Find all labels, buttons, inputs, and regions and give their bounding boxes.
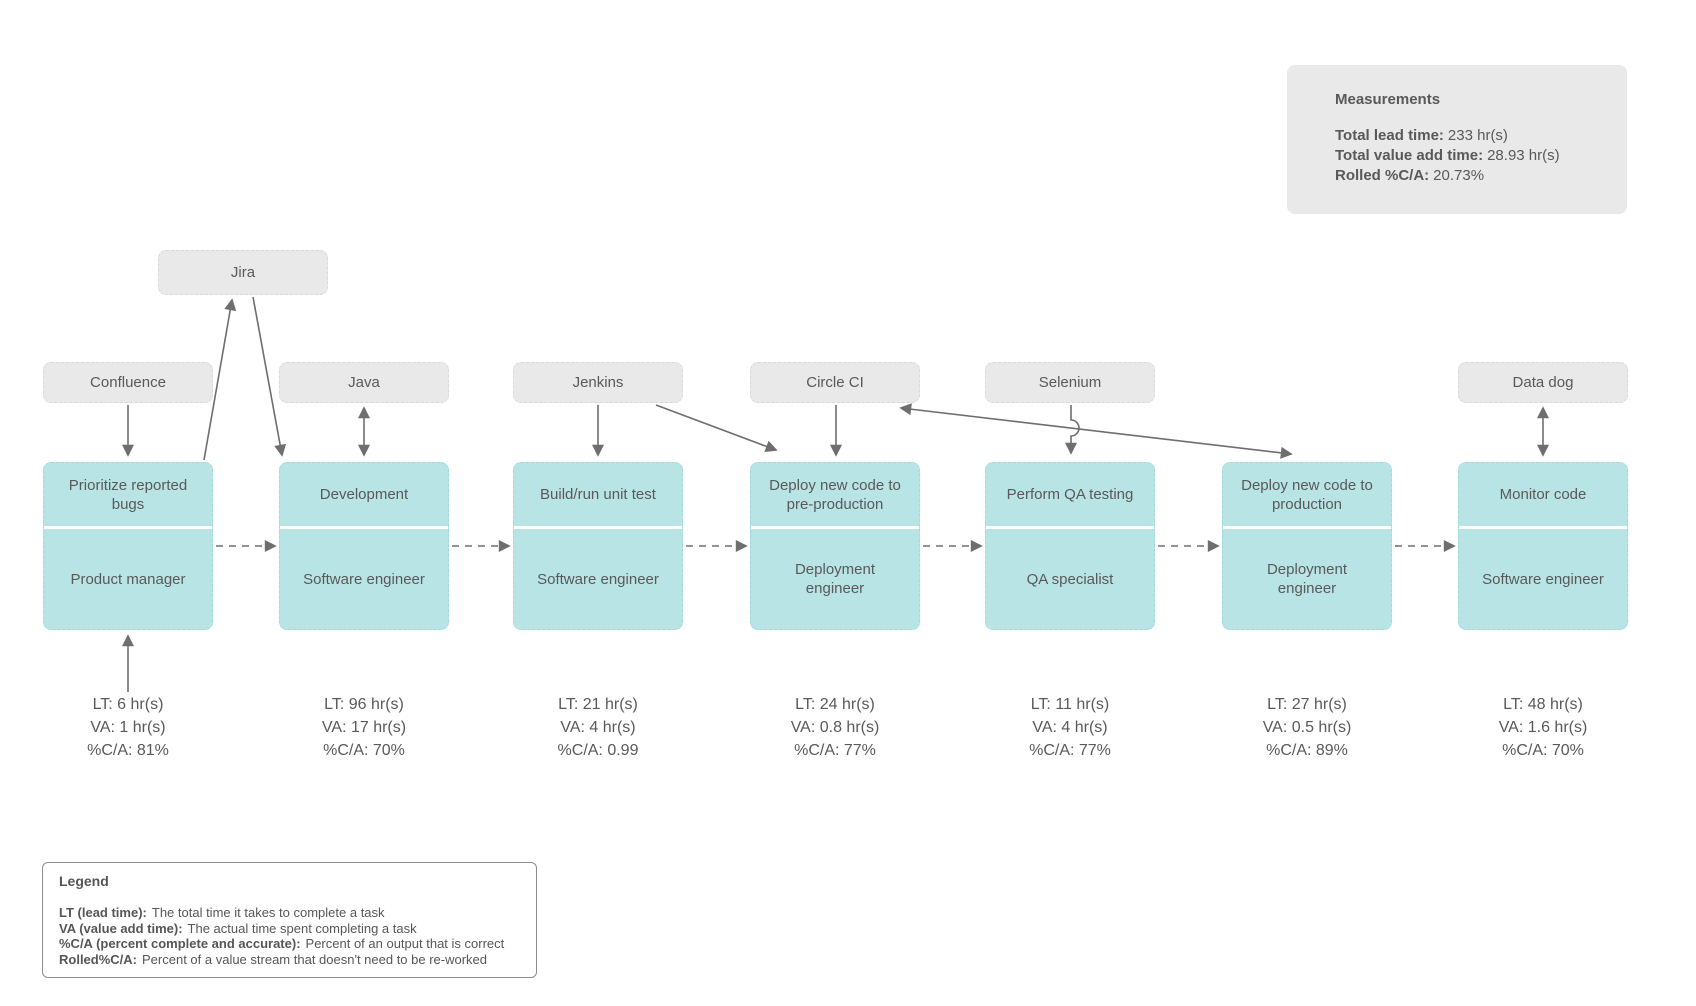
measurement-total-value-add-time: Total value add time:28.93 hr(s) <box>1335 147 1560 164</box>
tool-badge-jira[interactable]: Jira <box>158 250 328 295</box>
process-node-build-run-unit-test[interactable]: Build/run unit test Software engineer <box>513 462 683 630</box>
task-label: Monitor code <box>1459 463 1627 529</box>
tool-label: Selenium <box>1038 374 1102 391</box>
tool-badge-selenium[interactable]: Selenium <box>985 362 1155 403</box>
metrics-build: LT: 21 hr(s) VA: 4 hr(s) %C/A: 0.99 <box>513 693 683 762</box>
tool-badge-circle-ci[interactable]: Circle CI <box>750 362 920 403</box>
metric-pca: %C/A: 77% <box>794 742 876 759</box>
tool-label: Data dog <box>1512 374 1574 391</box>
task-label: Build/run unit test <box>514 463 682 529</box>
metrics-preprod-deploy: LT: 24 hr(s) VA: 0.8 hr(s) %C/A: 77% <box>750 693 920 762</box>
role-label: QA specialist <box>1026 570 1114 588</box>
legend-item-pca: %C/A (percent complete and accurate):Per… <box>59 936 505 951</box>
role-label: Software engineer <box>1482 570 1604 588</box>
connector-jira-to-development <box>252 296 287 457</box>
tool-label: Java <box>348 374 380 391</box>
legend-title: Legend <box>59 873 109 889</box>
measurement-total-lead-time: Total lead time:233 hr(s) <box>1335 127 1508 144</box>
metric-lt: LT: 6 hr(s) <box>92 696 164 713</box>
process-node-deploy-production[interactable]: Deploy new code to production Deployment… <box>1222 462 1392 630</box>
metric-pca: %C/A: 70% <box>1502 742 1584 759</box>
connector-selenium-to-qa <box>1065 405 1080 455</box>
metrics-prod-deploy: LT: 27 hr(s) VA: 0.5 hr(s) %C/A: 89% <box>1222 693 1392 762</box>
metrics-qa: LT: 11 hr(s) VA: 4 hr(s) %C/A: 77% <box>985 693 1155 762</box>
role-label: Deployment engineer <box>1266 561 1348 597</box>
connector-jenkins-to-preprod-deploy <box>655 404 778 453</box>
process-node-deploy-pre-production[interactable]: Deploy new code to pre-production Deploy… <box>750 462 920 630</box>
metrics-monitor: LT: 48 hr(s) VA: 1.6 hr(s) %C/A: 70% <box>1458 693 1628 762</box>
metric-pca: %C/A: 70% <box>323 742 405 759</box>
process-node-monitor-code[interactable]: Monitor code Software engineer <box>1458 462 1628 630</box>
legend-item-va: VA (value add time):The actual time spen… <box>59 920 417 936</box>
metric-lt: LT: 96 hr(s) <box>324 696 404 713</box>
legend-item-rolled-pca: Rolled%C/A:Percent of a value stream tha… <box>59 951 488 967</box>
metric-pca: %C/A: 77% <box>1029 742 1111 759</box>
tool-label: Jira <box>230 264 256 281</box>
tool-badge-jenkins[interactable]: Jenkins <box>513 362 683 403</box>
role-label: Software engineer <box>537 570 659 588</box>
task-label: Deploy new code to production <box>1223 463 1391 529</box>
role-label: Software engineer <box>303 570 425 588</box>
task-label: Perform QA testing <box>986 463 1154 529</box>
metric-va: VA: 4 hr(s) <box>1032 719 1108 736</box>
tool-label: Confluence <box>90 374 166 391</box>
tool-label: Circle CI <box>806 374 864 391</box>
task-label: Prioritize reported bugs <box>44 463 212 529</box>
metric-lt: LT: 11 hr(s) <box>1030 696 1110 713</box>
legend-item-lt: LT (lead time):The total time it takes t… <box>59 905 385 920</box>
metric-va: VA: 17 hr(s) <box>321 719 407 736</box>
metric-lt: LT: 21 hr(s) <box>558 696 638 713</box>
metric-pca: %C/A: 89% <box>1266 742 1348 759</box>
tool-badge-data-dog[interactable]: Data dog <box>1458 362 1628 403</box>
metric-va: VA: 1 hr(s) <box>90 719 166 736</box>
role-label: Deployment engineer <box>794 561 876 597</box>
metric-va: VA: 0.8 hr(s) <box>790 719 880 736</box>
task-label: Development <box>280 463 448 529</box>
measurements-panel: Measurements Total lead time:233 hr(s) T… <box>1287 65 1627 214</box>
role-label: Product manager <box>70 570 186 588</box>
measurements-title: Measurements <box>1335 91 1441 108</box>
tool-badge-java[interactable]: Java <box>279 362 449 403</box>
measurement-rolled-pca: Rolled %C/A:20.73% <box>1335 167 1485 184</box>
process-node-perform-qa-testing[interactable]: Perform QA testing QA specialist <box>985 462 1155 630</box>
metric-pca: %C/A: 0.99 <box>557 742 639 759</box>
task-label: Deploy new code to pre-production <box>751 463 919 529</box>
metric-va: VA: 1.6 hr(s) <box>1498 719 1588 736</box>
metric-va: VA: 4 hr(s) <box>560 719 636 736</box>
metric-lt: LT: 27 hr(s) <box>1267 696 1347 713</box>
tool-badge-confluence[interactable]: Confluence <box>43 362 213 403</box>
process-node-prioritize-reported-bugs[interactable]: Prioritize reported bugs Product manager <box>43 462 213 630</box>
tool-label: Jenkins <box>572 374 624 391</box>
process-node-development[interactable]: Development Software engineer <box>279 462 449 630</box>
metric-pca: %C/A: 81% <box>87 742 169 759</box>
connector-circleci-prod-deploy-bidirectional <box>899 403 1293 459</box>
metric-lt: LT: 48 hr(s) <box>1503 696 1583 713</box>
legend-panel: Legend LT (lead time):The total time it … <box>42 862 537 978</box>
metric-lt: LT: 24 hr(s) <box>795 696 875 713</box>
metric-va: VA: 0.5 hr(s) <box>1262 719 1352 736</box>
metrics-development: LT: 96 hr(s) VA: 17 hr(s) %C/A: 70% <box>279 693 449 762</box>
metrics-prioritize: LT: 6 hr(s) VA: 1 hr(s) %C/A: 81% <box>43 693 213 762</box>
